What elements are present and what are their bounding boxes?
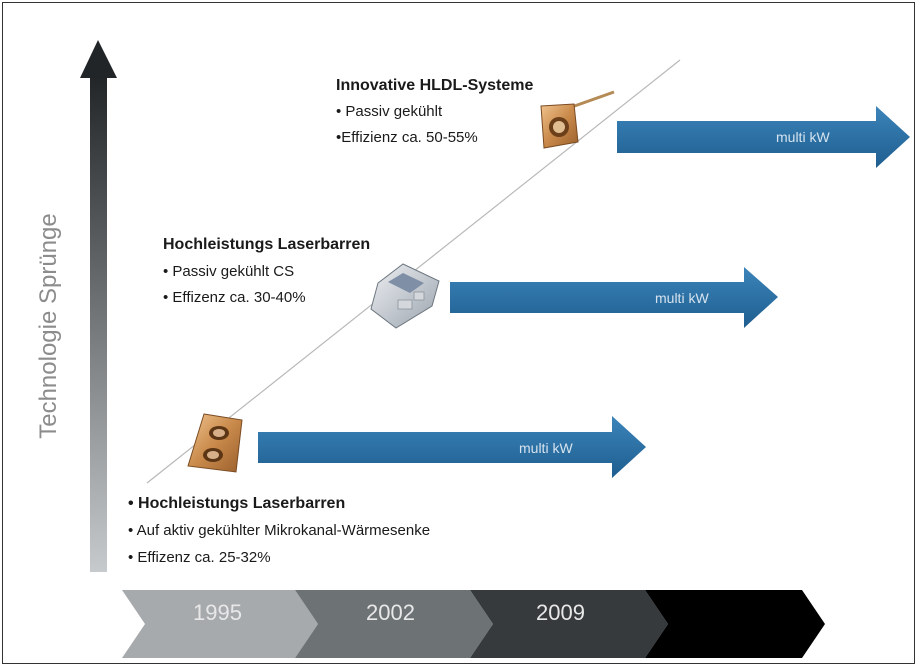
output-arrow-2 xyxy=(450,267,778,328)
stage2-bullet-2-text: Effizenz ca. 30-40% xyxy=(172,289,306,306)
timeline-segment-future xyxy=(645,590,825,658)
output-arrow-3 xyxy=(617,106,910,168)
stage3-bullet-1-text: Passiv gekühlt xyxy=(345,103,443,120)
stage1-heading: • Hochleistungs Laserbarren xyxy=(128,495,346,512)
y-axis-label: Technologie Sprünge xyxy=(35,213,62,439)
stage3-bullet-1: • Passiv gekühlt xyxy=(336,103,443,120)
timeline-label-1995: 1995 xyxy=(193,600,242,625)
stage1-bullet-1-text: Auf aktiv gekühlter Mikrokanal-Wärmesenk… xyxy=(136,522,431,539)
y-axis-arrow xyxy=(80,40,117,572)
stage2-bullet-1: • Passiv gekühlt CS xyxy=(163,263,295,280)
microchannel-heatsink-image xyxy=(187,413,243,473)
stage1-bullet-2: • Effizenz ca. 25-32% xyxy=(128,549,271,566)
timeline-segment-2009 xyxy=(470,590,668,658)
output-arrow-1 xyxy=(258,416,646,478)
output-label-2: multi kW xyxy=(655,290,709,306)
output-label-3: multi kW xyxy=(776,129,830,145)
stage1-bullet-2-text: Effizenz ca. 25-32% xyxy=(137,549,271,566)
timeline-segment-2002 xyxy=(295,590,493,658)
cs-laserbar-image xyxy=(370,263,440,329)
stage2-bullet-2: • Effizenz ca. 30-40% xyxy=(163,289,306,306)
timeline-segment-1995 xyxy=(122,590,318,658)
timeline-label-2002: 2002 xyxy=(366,600,415,625)
stage1-heading-text: Hochleistungs Laserbarren xyxy=(138,495,346,512)
output-label-1: multi kW xyxy=(519,440,573,456)
timeline-label-2009: 2009 xyxy=(536,600,585,625)
hldl-module-image xyxy=(540,90,615,149)
stage2-bullet-1-text: Passiv gekühlt CS xyxy=(172,263,295,280)
stage2-heading: Hochleistungs Laserbarren xyxy=(163,236,371,253)
stage3-heading: Innovative HLDL-Systeme xyxy=(336,77,534,94)
stage1-bullet-1: • Auf aktiv gekühlter Mikrokanal-Wärmese… xyxy=(128,522,431,539)
stage3-bullet-2: •Effizienz ca. 50-55% xyxy=(336,129,478,146)
